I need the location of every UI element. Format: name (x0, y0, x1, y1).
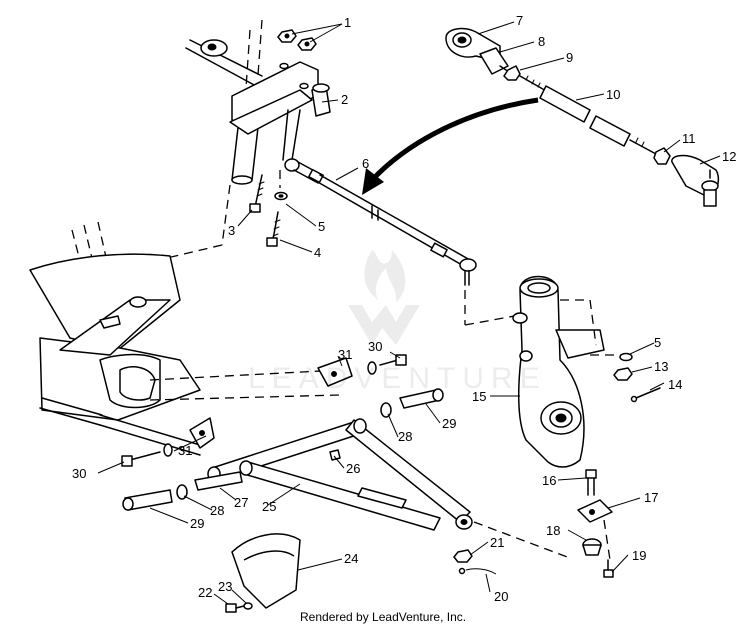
leader-lines (97, 21, 721, 605)
callout-26: 26 (346, 461, 361, 476)
callout-23: 23 (218, 579, 233, 594)
callout-30: 30 (72, 466, 87, 481)
callout-24: 24 (344, 551, 359, 566)
callout-15: 15 (472, 389, 487, 404)
callout-13: 13 (654, 359, 669, 374)
callout-8: 8 (538, 34, 546, 49)
callout-27: 27 (234, 495, 249, 510)
skid-plate (225, 533, 301, 613)
callout-18: 18 (546, 523, 561, 538)
callout-2: 2 (341, 92, 349, 107)
ball-joint (473, 469, 614, 578)
vehicle-frame (29, 221, 353, 456)
callout-10: 10 (606, 87, 621, 102)
tie-rod-assembly (284, 158, 521, 326)
callout-20: 20 (494, 589, 509, 604)
callout-7: 7 (516, 13, 524, 28)
bolt-part-3 (249, 174, 265, 213)
steering-column (149, 19, 263, 263)
bushings (122, 388, 444, 511)
callout-11: 11 (682, 131, 696, 146)
callout-28: 28 (398, 429, 413, 444)
steering-knuckle (512, 275, 624, 468)
knuckle-hardware (613, 352, 661, 403)
upper-pivot-bolt (367, 354, 407, 375)
callout-31: 31 (338, 347, 353, 362)
callout-29: 29 (442, 416, 457, 431)
callout-21: 21 (490, 535, 505, 550)
pitman-arm-bracket (229, 61, 331, 161)
callout-17: 17 (644, 490, 659, 505)
watermark-logo (348, 250, 420, 345)
callout-19: 19 (632, 548, 647, 563)
callout-28: 28 (210, 503, 225, 518)
callout-25: 25 (262, 499, 277, 514)
callout-31: 31 (178, 443, 193, 458)
direction-arrow (362, 97, 539, 195)
arm-nut-cotter (453, 549, 497, 575)
callout-22: 22 (198, 585, 213, 600)
a-arm (207, 418, 473, 531)
washer-and-bolt (266, 170, 288, 247)
callout-5: 5 (318, 219, 326, 234)
callout-9: 9 (566, 50, 574, 65)
callout-12: 12 (722, 149, 737, 164)
callout-3: 3 (228, 223, 236, 238)
watermark-text: LEADVENTURE (248, 362, 547, 395)
callout-14: 14 (668, 377, 683, 392)
callout-30: 30 (368, 339, 383, 354)
footer-credit: Rendered by LeadVenture, Inc. (300, 610, 467, 624)
callout-1: 1 (344, 15, 352, 30)
callout-6: 6 (362, 156, 370, 171)
callout-5: 5 (654, 335, 662, 350)
callout-29: 29 (190, 516, 205, 531)
lower-pivot-bolt (121, 443, 173, 467)
callout-16: 16 (542, 473, 557, 488)
callout-4: 4 (314, 245, 322, 260)
tie-rod-end-upper (445, 27, 720, 207)
